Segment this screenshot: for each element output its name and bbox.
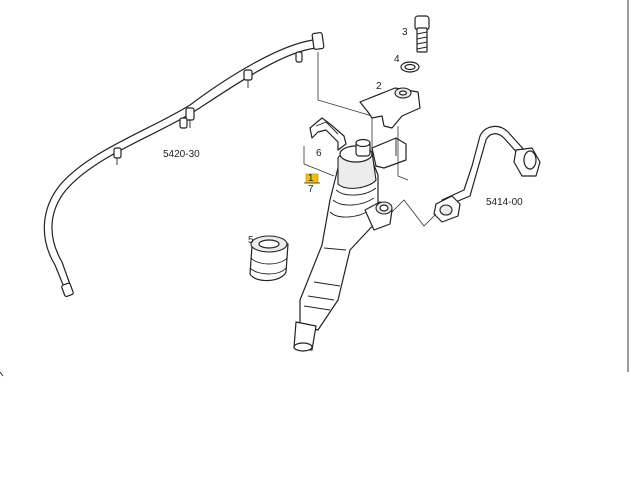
leader-return-line xyxy=(317,52,373,150)
clamp-part-2 xyxy=(359,87,421,129)
callout-6[interactable]: 6 xyxy=(316,148,322,159)
leader-clamp xyxy=(397,126,409,181)
callout-3[interactable]: 3 xyxy=(402,27,408,38)
leader-part-6 xyxy=(303,146,335,177)
frame-corner xyxy=(0,371,4,377)
sealing-boot-part-5 xyxy=(249,235,289,282)
clip-part-6 xyxy=(309,117,347,151)
ref-return-line[interactable]: 5420-30 xyxy=(163,149,200,160)
injector-part-1 xyxy=(293,137,407,352)
callout-7[interactable]: 7 xyxy=(308,184,314,195)
callout-4[interactable]: 4 xyxy=(394,54,400,65)
callout-5[interactable]: 5 xyxy=(248,235,254,246)
washer-part-4 xyxy=(400,61,420,73)
ref-fuel-pipe[interactable]: 5414-00 xyxy=(486,197,523,208)
callout-2[interactable]: 2 xyxy=(376,81,382,92)
callout-1[interactable]: 1 xyxy=(308,173,314,184)
leader-fuel-pipe xyxy=(391,199,437,227)
fuel-pressure-pipe xyxy=(433,125,541,223)
fuel-return-line xyxy=(43,32,325,298)
bolt-part-3 xyxy=(414,15,430,53)
